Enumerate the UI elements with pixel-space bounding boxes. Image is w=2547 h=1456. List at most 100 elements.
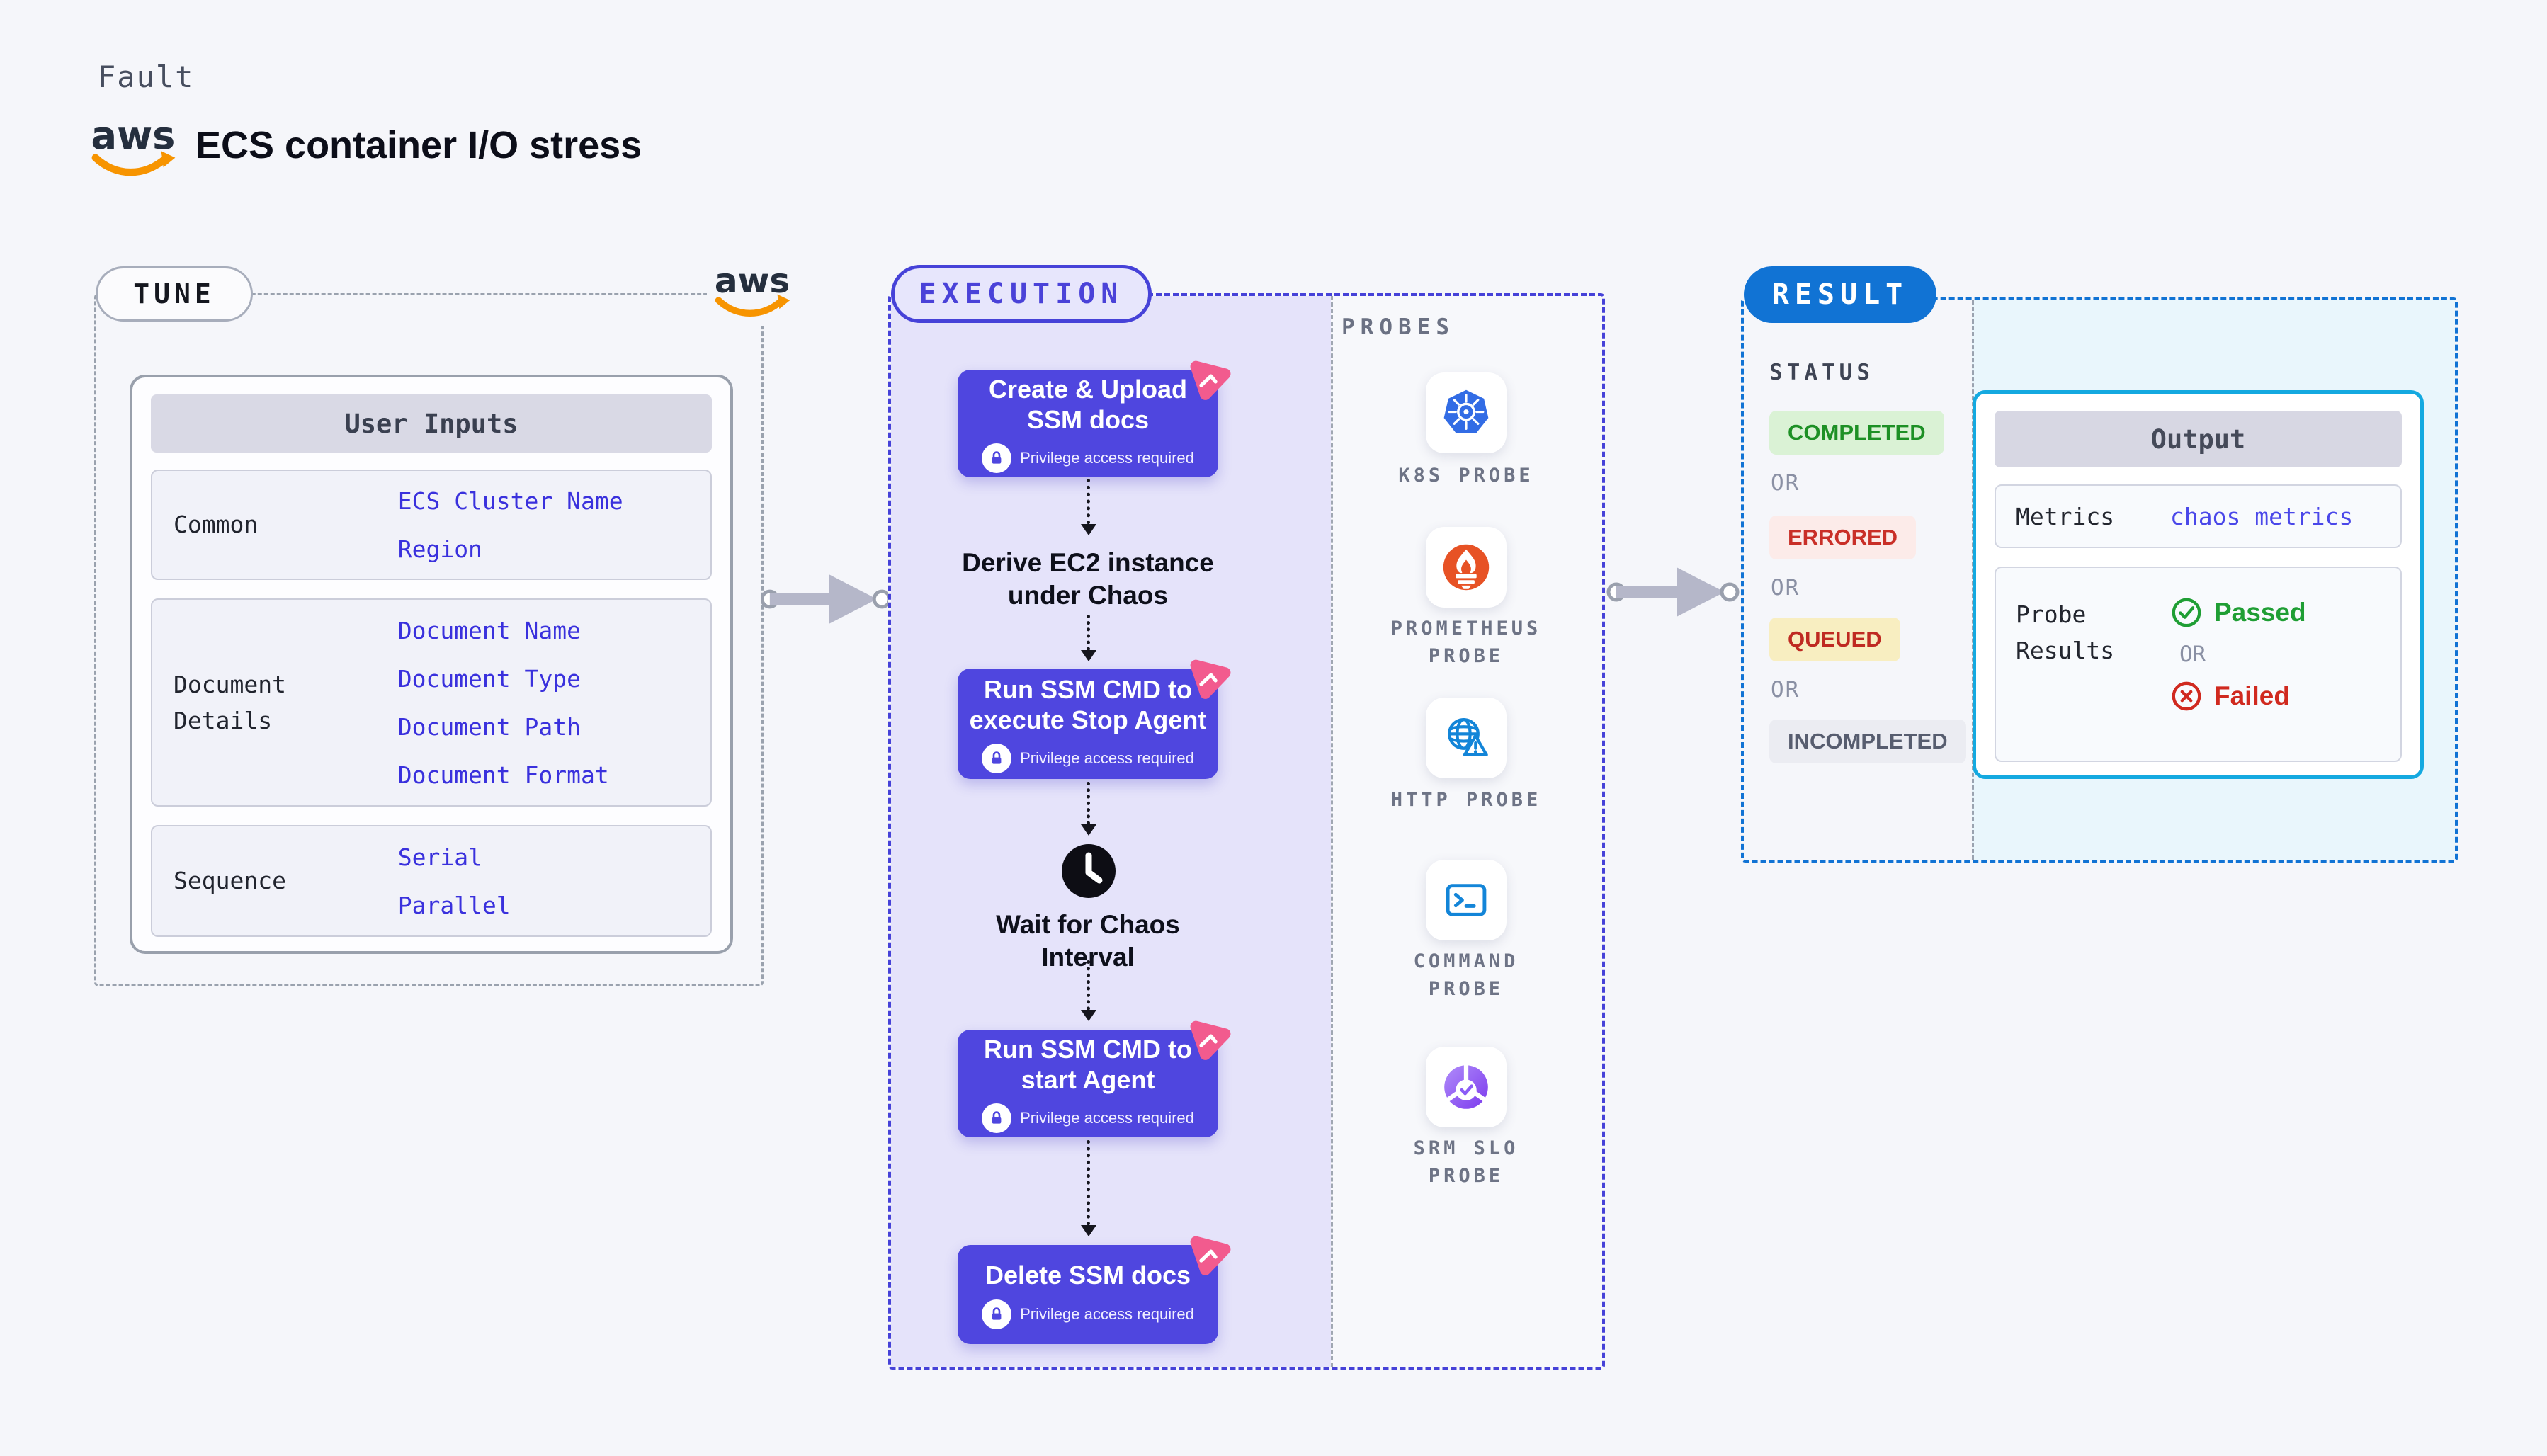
step-title: Delete SSM docs [985, 1261, 1191, 1290]
privilege-note: Privilege access required [982, 744, 1194, 774]
link-parallel[interactable]: Parallel [397, 891, 511, 919]
failed-text: Failed [2214, 681, 2290, 710]
status-badge-incompleted: INCOMPLETED [1769, 720, 1966, 763]
globe-warning-icon [1448, 718, 1488, 756]
step-derive-ec2-text: Derive EC2 instance under Chaos [962, 548, 1214, 610]
flow-connector [1081, 1140, 1096, 1236]
probes-label: PROBES [1341, 314, 1455, 340]
row-label: Common [174, 511, 259, 539]
row-links: Serial Parallel [398, 826, 710, 935]
lock-icon [982, 1103, 1012, 1134]
table-row-sequence: Sequence Serial Parallel [151, 825, 712, 937]
aws-icon: aws [715, 261, 790, 317]
result-badge: RESULT [1744, 266, 1936, 323]
lock-icon [982, 443, 1012, 474]
table-row-document-details: Document Details Document Name Document … [151, 598, 712, 807]
terminal-icon [1446, 884, 1487, 916]
tune-section: User Inputs Common ECS Cluster Name Regi… [94, 293, 764, 986]
svg-text:aws: aws [715, 261, 790, 301]
metrics-label: Metrics [2016, 502, 2115, 530]
probe-label-http: HTTP PROBE [1390, 789, 1542, 811]
tune-to-execution-arrow [761, 574, 891, 624]
chaos-metrics-link[interactable]: chaos metrics [2170, 502, 2354, 530]
or-separator: OR [1771, 575, 1800, 601]
row-links: ECS Cluster Name Region [398, 471, 710, 579]
probes-divider [1331, 296, 1333, 1367]
or-separator: OR [1771, 677, 1800, 703]
flow-connector [1081, 479, 1096, 535]
step-title: Run SSM CMD to execute Stop Agent [969, 674, 1207, 734]
step-run-ssm-stop-agent: Run SSM CMD to execute Stop Agent Privil… [958, 659, 1231, 779]
kubernetes-icon [1443, 389, 1489, 433]
flow-connector [1081, 782, 1096, 836]
step-delete-ssm-docs: Delete SSM docs Privilege access require… [958, 1236, 1231, 1344]
privilege-note-text: Privilege access required [1020, 1109, 1194, 1127]
aws-corner-logo: aws [707, 255, 799, 326]
aws-logo: aws [91, 113, 176, 176]
privilege-note: Privilege access required [982, 1103, 1194, 1134]
flow-connector [1081, 615, 1096, 661]
probe-results-row: Probe Results Passed OR Failed [1995, 567, 2402, 762]
passed-line: Passed [2170, 596, 2306, 629]
lock-icon [982, 1299, 1012, 1329]
status-label: STATUS [1769, 360, 1874, 385]
probe-label-srm-slo: SRM SLO PROBE [1413, 1137, 1519, 1188]
execution-badge: EXECUTION [891, 265, 1152, 323]
step-run-ssm-start-agent: Run SSM CMD to start Agent Privilege acc… [958, 1020, 1231, 1137]
output-header: Output [1995, 411, 2402, 467]
step-title: Create & Upload SSM docs [988, 374, 1188, 434]
chaos-badge-icon [1190, 360, 1231, 400]
tune-badge: TUNE [96, 266, 253, 322]
step-title: Run SSM CMD to start Agent [984, 1034, 1192, 1094]
prometheus-icon [1443, 544, 1490, 591]
row-label: Document Details [174, 670, 286, 734]
link-document-format[interactable]: Document Format [397, 761, 609, 789]
privilege-note-text: Privilege access required [1020, 749, 1194, 768]
or-separator: OR [1771, 470, 1800, 496]
fault-kicker: Fault [98, 59, 195, 94]
probe-label-prometheus: PROMETHEUS PROBE [1390, 618, 1542, 668]
probe-label-k8s: K8S PROBE [1398, 465, 1534, 487]
link-document-name[interactable]: Document Name [397, 616, 581, 644]
status-badge-errored: ERRORED [1769, 516, 1917, 559]
probe-results-values: Passed OR Failed [2170, 596, 2306, 761]
lock-icon [982, 744, 1012, 774]
link-ecs-cluster-name[interactable]: ECS Cluster Name [397, 487, 623, 515]
row-label: Sequence [174, 867, 286, 895]
link-document-type[interactable]: Document Type [397, 664, 581, 693]
svg-text:aws: aws [91, 113, 176, 158]
probe-tile-command [1426, 860, 1507, 940]
status-badge-queued: QUEUED [1769, 618, 1900, 661]
user-inputs-card: User Inputs Common ECS Cluster Name Regi… [130, 375, 733, 954]
chaos-badge-icon [1190, 659, 1231, 699]
table-row-common: Common ECS Cluster Name Region [151, 470, 712, 580]
probe-tile-k8s [1426, 372, 1507, 453]
metrics-row: Metrics chaos metrics [1995, 484, 2402, 548]
page-title: ECS container I/O stress [195, 124, 642, 166]
link-region[interactable]: Region [397, 535, 482, 563]
link-document-path[interactable]: Document Path [397, 712, 581, 741]
flow-connector [1081, 960, 1096, 1021]
privilege-note-text: Privilege access required [1020, 449, 1194, 467]
check-circle-icon [2172, 598, 2201, 627]
chaos-badge-icon [1190, 1020, 1231, 1060]
chaos-badge-icon [1190, 1236, 1231, 1275]
or-separator: OR [2179, 642, 2206, 667]
clock-icon [1062, 844, 1116, 898]
slo-chart-icon [1444, 1064, 1488, 1109]
privilege-note-text: Privilege access required [1020, 1304, 1194, 1323]
passed-text: Passed [2214, 598, 2306, 627]
link-serial[interactable]: Serial [397, 843, 482, 871]
row-links: Document Name Document Type Document Pat… [398, 600, 710, 805]
step-create-upload-ssm-docs: Create & Upload SSM docs Privilege acces… [958, 360, 1231, 477]
privilege-note: Privilege access required [982, 443, 1194, 474]
probe-results-label: Probe Results [2016, 601, 2115, 665]
user-inputs-header: User Inputs [151, 394, 712, 453]
x-circle-icon [2172, 681, 2201, 711]
output-card: Output Metrics chaos metrics Probe Resul… [1973, 390, 2424, 779]
privilege-note: Privilege access required [982, 1299, 1194, 1329]
probe-tile-prometheus [1426, 527, 1507, 608]
probe-tile-http [1426, 698, 1507, 778]
probe-label-command: COMMAND PROBE [1413, 950, 1519, 1001]
